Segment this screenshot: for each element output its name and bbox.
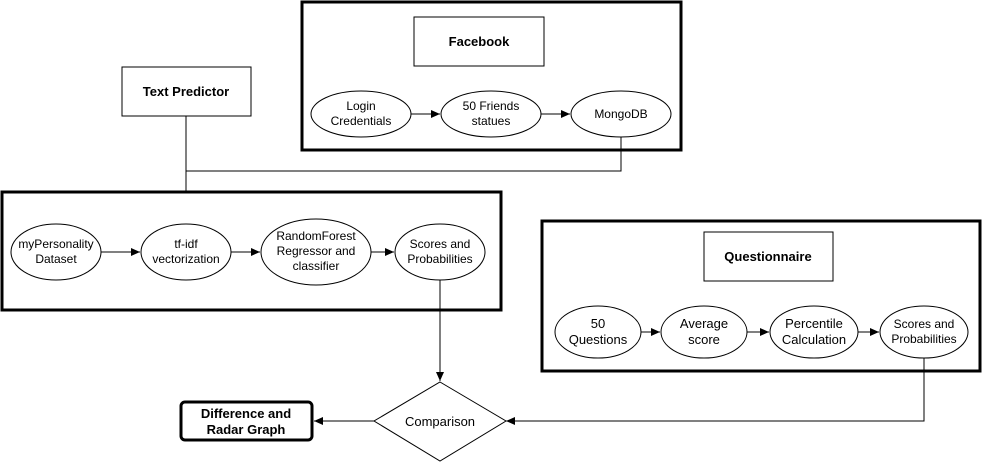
svg-text:MongoDB: MongoDB <box>594 107 647 121</box>
mypersonality-dataset-node: myPersonality Dataset <box>10 223 102 281</box>
svg-text:RandomForest: RandomForest <box>276 229 356 243</box>
mongodb-to-pipeline-connector <box>186 137 622 172</box>
svg-text:Scores and: Scores and <box>410 237 471 251</box>
svg-text:Probabilities: Probabilities <box>891 332 956 346</box>
svg-text:statues: statues <box>472 114 511 128</box>
questionnaire-group: Questionnaire 50 Questions Average score… <box>540 219 982 373</box>
svg-text:Average: Average <box>680 316 728 331</box>
svg-text:50 Friends: 50 Friends <box>463 99 520 113</box>
svg-text:myPersonality: myPersonality <box>18 237 93 251</box>
tfidf-vectorization-node: tf-idf vectorization <box>140 223 232 281</box>
svg-text:50: 50 <box>591 316 605 331</box>
facebook-title-box <box>413 16 545 67</box>
result-label-line-2: Radar Graph <box>207 422 286 437</box>
facebook-group: Facebook Login Credentials 50 Friends st… <box>300 0 683 152</box>
comparison-label: Comparison <box>405 414 475 429</box>
svg-text:score: score <box>688 332 720 347</box>
text-scores-probabilities-node: Scores and Probabilities <box>394 223 486 281</box>
friends-statues-node: 50 Friends statues <box>440 90 542 138</box>
text-pipeline-group: myPersonality Dataset tf-idf vectorizati… <box>0 190 503 312</box>
questionnaire-title-box <box>703 231 834 282</box>
svg-text:Percentile: Percentile <box>785 316 843 331</box>
svg-text:Dataset: Dataset <box>35 252 77 266</box>
comparison-decision: Comparison <box>373 381 507 462</box>
result-label-line-1: Difference and <box>201 406 291 421</box>
svg-text:classifier: classifier <box>293 259 340 273</box>
svg-text:Questions: Questions <box>569 332 628 347</box>
svg-text:Login: Login <box>346 99 375 113</box>
average-score-node: Average score <box>660 305 748 359</box>
questionnaire-title: Questionnaire <box>724 249 811 264</box>
login-credentials-node: Login Credentials <box>310 90 412 138</box>
fifty-questions-node: 50 Questions <box>554 305 642 359</box>
svg-text:Calculation: Calculation <box>782 332 846 347</box>
text-predictor-box: Text Predictor <box>121 66 252 117</box>
svg-text:Regressor and: Regressor and <box>277 244 356 258</box>
mongodb-node: MongoDB <box>570 90 672 138</box>
questionnaire-scores-probabilities-node: Scores and Probabilities <box>879 305 969 359</box>
svg-text:Scores and: Scores and <box>894 317 955 331</box>
svg-text:vectorization: vectorization <box>152 252 219 266</box>
percentile-calculation-node: Percentile Calculation <box>769 305 859 359</box>
questionnaire-scores-to-comparison-arrow <box>506 358 925 425</box>
svg-text:Probabilities: Probabilities <box>407 252 472 266</box>
svg-text:tf-idf: tf-idf <box>174 237 198 251</box>
randomforest-node: RandomForest Regressor and classifier <box>260 218 372 286</box>
svg-text:Credentials: Credentials <box>331 114 392 128</box>
text-predictor-label: Text Predictor <box>143 84 229 99</box>
facebook-title: Facebook <box>449 34 510 49</box>
result-box: Difference and Radar Graph <box>179 400 314 442</box>
